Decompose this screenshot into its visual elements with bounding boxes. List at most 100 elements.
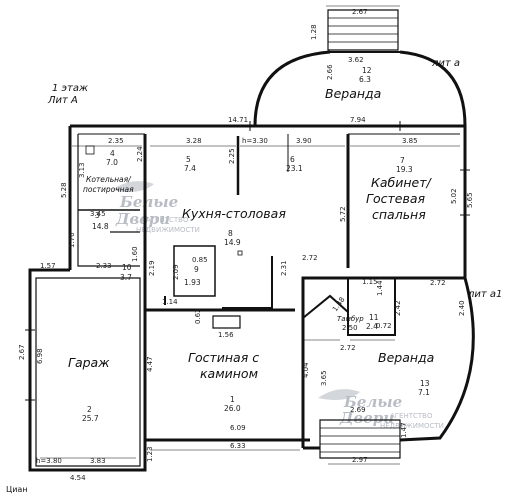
svg-text:14.8: 14.8	[92, 222, 109, 231]
svg-text:0.72: 0.72	[376, 322, 392, 330]
svg-text:8: 8	[228, 229, 233, 238]
svg-text:НЕДВИЖИМОСТИ: НЕДВИЖИМОСТИ	[136, 226, 200, 234]
room-living: Гостиная с	[188, 350, 259, 365]
svg-text:6.98: 6.98	[36, 348, 44, 364]
svg-text:14.71: 14.71	[228, 116, 248, 124]
svg-text:14.9: 14.9	[224, 238, 241, 247]
svg-text:h=3.80: h=3.80	[36, 457, 62, 465]
room-kitchen: Кухня-столовая	[182, 206, 286, 221]
svg-text:3.85: 3.85	[402, 137, 418, 145]
svg-text:3.83: 3.83	[90, 457, 106, 465]
svg-text:3: 3	[95, 211, 100, 220]
svg-text:0.85: 0.85	[192, 256, 208, 264]
svg-text:Двери: Двери	[115, 210, 170, 228]
svg-text:5: 5	[186, 155, 191, 164]
svg-text:2.50: 2.50	[342, 324, 358, 332]
svg-text:2: 2	[87, 405, 92, 414]
svg-text:НЕДВИЖИМОСТИ: НЕДВИЖИМОСТИ	[380, 422, 444, 430]
svg-text:постирочная: постирочная	[83, 185, 134, 194]
svg-text:7.94: 7.94	[350, 116, 366, 124]
svg-text:5.65: 5.65	[466, 192, 474, 208]
svg-text:7.0: 7.0	[106, 158, 118, 167]
svg-text:1.23: 1.23	[146, 446, 154, 462]
svg-text:3.7: 3.7	[120, 273, 132, 282]
svg-text:Двери: Двери	[339, 409, 394, 427]
svg-text:1.60: 1.60	[131, 246, 139, 262]
svg-text:Гостевая: Гостевая	[366, 191, 425, 206]
svg-text:2.24: 2.24	[136, 146, 144, 162]
svg-text:2.25: 2.25	[228, 148, 236, 164]
floor-label: 1 этаж	[52, 83, 88, 94]
lit-label: Лит А	[47, 95, 78, 106]
svg-text:5.28: 5.28	[60, 182, 68, 198]
svg-text:6: 6	[290, 155, 295, 164]
svg-text:3.90: 3.90	[296, 137, 312, 145]
svg-text:2.69: 2.69	[350, 406, 366, 414]
svg-text:2.72: 2.72	[430, 279, 446, 287]
svg-text:2.97: 2.97	[352, 456, 368, 464]
svg-text:2.19: 2.19	[148, 260, 156, 276]
svg-text:2.4: 2.4	[366, 322, 378, 331]
room-veranda-bottom: Веранда	[378, 350, 434, 365]
svg-text:2.42: 2.42	[394, 300, 402, 316]
svg-text:6.09: 6.09	[230, 424, 246, 432]
svg-text:Белые: Белые	[343, 393, 402, 411]
svg-text:1.93: 1.93	[184, 278, 201, 287]
svg-text:25.7: 25.7	[82, 414, 99, 423]
svg-text:2.35: 2.35	[108, 137, 124, 145]
svg-text:2.33: 2.33	[96, 262, 112, 270]
svg-text:2.31: 2.31	[280, 260, 288, 276]
svg-text:2.72: 2.72	[340, 344, 356, 352]
svg-text:3.65: 3.65	[320, 370, 328, 386]
svg-text:h=3.30: h=3.30	[242, 137, 268, 145]
svg-text:1.57: 1.57	[40, 262, 56, 270]
svg-text:9: 9	[194, 265, 199, 274]
svg-text:камином: камином	[200, 366, 258, 381]
svg-text:13: 13	[420, 379, 430, 388]
svg-text:5.72: 5.72	[339, 206, 347, 222]
svg-text:4.47: 4.47	[146, 356, 154, 372]
svg-text:6.3: 6.3	[359, 75, 371, 84]
svg-text:2.72: 2.72	[302, 254, 318, 262]
room-boiler: Котельная/	[86, 175, 132, 184]
boiler-icon	[85, 145, 95, 155]
svg-text:3.45: 3.45	[90, 210, 106, 218]
svg-text:1: 1	[230, 395, 235, 404]
svg-text:3.62: 3.62	[348, 56, 364, 64]
column-icon	[237, 250, 243, 256]
svg-text:4.04: 4.04	[302, 362, 310, 378]
svg-text:12: 12	[362, 66, 372, 75]
svg-text:1.44: 1.44	[376, 280, 384, 296]
lit-a1-label: лит а1	[467, 289, 502, 300]
svg-text:3.13: 3.13	[78, 162, 86, 178]
svg-text:23.1: 23.1	[286, 164, 303, 173]
svg-text:1.15: 1.15	[362, 278, 378, 286]
svg-text:7: 7	[400, 156, 405, 165]
dimension-labels: 2.67 1.28 3.62 2.66 14.71 7.94 2.35 3.28…	[18, 8, 474, 482]
svg-text:26.0: 26.0	[224, 404, 241, 413]
watermark-logo-right: Белые Двери АГЕНТСТВО НЕДВИЖИМОСТИ	[318, 389, 444, 430]
svg-text:1.47: 1.47	[400, 422, 408, 438]
svg-text:Белые: Белые	[119, 193, 178, 211]
room-tambur: Тамбур	[337, 315, 364, 323]
svg-text:3.28: 3.28	[186, 137, 202, 145]
svg-text:5.02: 5.02	[450, 188, 458, 204]
svg-text:4: 4	[110, 149, 115, 158]
svg-text:1.76: 1.76	[68, 232, 76, 248]
room-cabinet: Кабинет/	[371, 175, 433, 190]
svg-text:2.40: 2.40	[458, 300, 466, 316]
svg-text:10: 10	[122, 263, 132, 272]
svg-text:2.67: 2.67	[352, 8, 368, 16]
svg-text:0.62: 0.62	[194, 308, 202, 324]
lit-a-label: лит а	[431, 58, 460, 69]
cian-footer: Циан	[6, 485, 28, 494]
svg-text:1.14: 1.14	[162, 298, 178, 306]
svg-text:спальня: спальня	[372, 207, 426, 222]
svg-text:7.1: 7.1	[418, 388, 430, 397]
svg-text:11: 11	[369, 313, 379, 322]
svg-text:1.56: 1.56	[218, 331, 234, 339]
svg-text:7.4: 7.4	[184, 164, 196, 173]
svg-text:1.28: 1.28	[310, 24, 318, 40]
svg-text:АГЕНТСТВО: АГЕНТСТВО	[390, 412, 433, 420]
